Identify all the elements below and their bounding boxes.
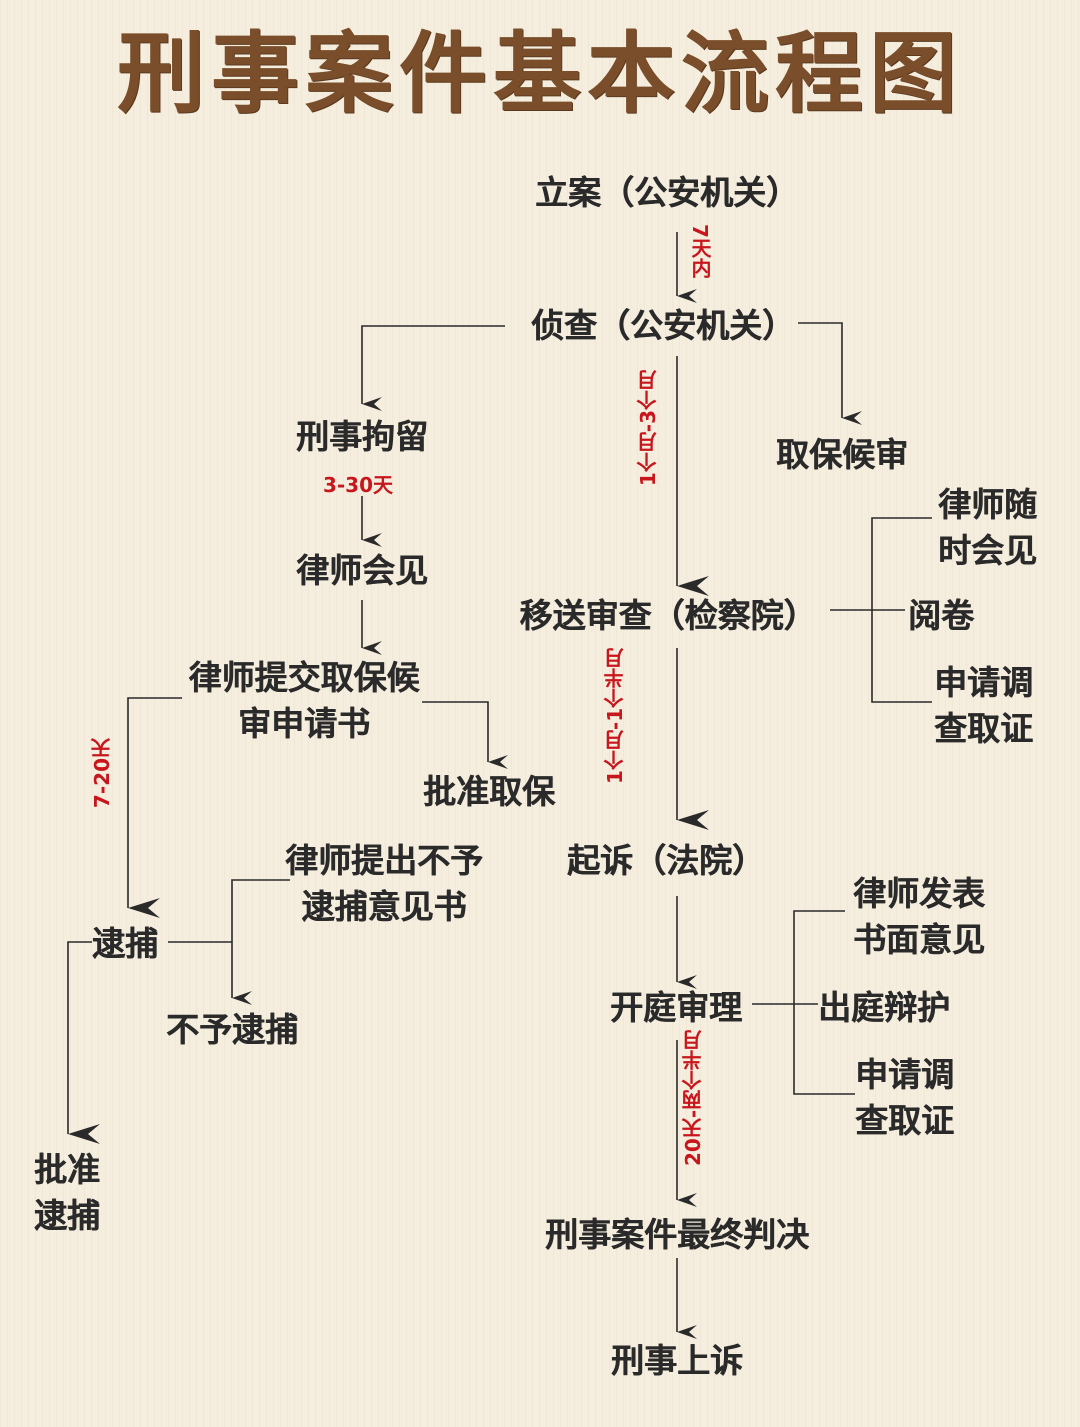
duration-1-3-months: 1个月-3个月 (636, 370, 660, 487)
node-shenqing-diaocha-2: 申请调查取证 (855, 1055, 954, 1140)
bracket-kaiting (752, 910, 855, 1095)
bracket-yisong (830, 517, 932, 703)
node-chuting-bianhu: 出庭辩护 (818, 988, 950, 1027)
node-lvshi-suishi-huijian: 律师随时会见 (938, 485, 1037, 570)
page-title: 刑事案件基本流程图 (116, 21, 963, 125)
node-shenqing-diaocha-1: 申请调查取证 (934, 663, 1033, 748)
node-pizhun-qubao: 批准取保 (423, 772, 555, 811)
arrow-zhencha-to-juliu (361, 325, 505, 411)
node-yuejuan: 阅卷 (908, 596, 974, 635)
duration-1-1.5-months: 1个月-1个半月 (603, 647, 627, 784)
node-daibu: 逮捕 (92, 924, 158, 963)
arrow-zhencha-to-qubao (798, 322, 862, 425)
duration-7-20-days: 7-20天 (90, 738, 114, 809)
node-pizhun-daibu: 批准逮捕 (34, 1150, 100, 1235)
node-tichu-buyu-daibu: 律师提出不予逮捕意见书 (285, 841, 483, 926)
node-yisong-shencha: 移送审查（检察院） (519, 596, 817, 635)
arrow-daibu-to-pizhun-daibu (67, 941, 100, 1144)
node-lvshi-huijian: 律师会见 (296, 551, 428, 590)
duration-3-30-days: 3-30天 (322, 473, 394, 497)
arrow-tijiao-to-daibu (127, 697, 182, 918)
node-zhencha: 侦查（公安机关） (531, 306, 795, 345)
node-xingshi-juliu: 刑事拘留 (296, 417, 428, 456)
node-kaiting-shenli: 开庭审理 (610, 988, 742, 1027)
node-tijiao-qubao-shenqing: 律师提交取保候审申请书 (188, 658, 420, 743)
node-lvshi-fabiao-yijian: 律师发表书面意见 (853, 874, 985, 959)
node-zuizhong-panjue: 刑事案件最终判决 (545, 1215, 809, 1254)
line-tichu-to-junction (231, 879, 290, 942)
node-lian: 立案（公安机关） (535, 173, 799, 212)
node-buyu-daibu: 不予逮捕 (166, 1010, 298, 1049)
arrow-daibu-to-buyu (168, 941, 252, 1005)
duration-7-days: 7天内 (688, 224, 712, 278)
arrow-tijiao-to-pizhun (422, 701, 508, 769)
node-qubao-houshen: 取保候审 (776, 435, 908, 474)
node-qisu: 起诉（法院） (567, 841, 765, 880)
node-shangsu: 刑事上诉 (611, 1341, 743, 1380)
duration-20days-2.5-months: 20天-两个半月 (681, 1029, 705, 1166)
